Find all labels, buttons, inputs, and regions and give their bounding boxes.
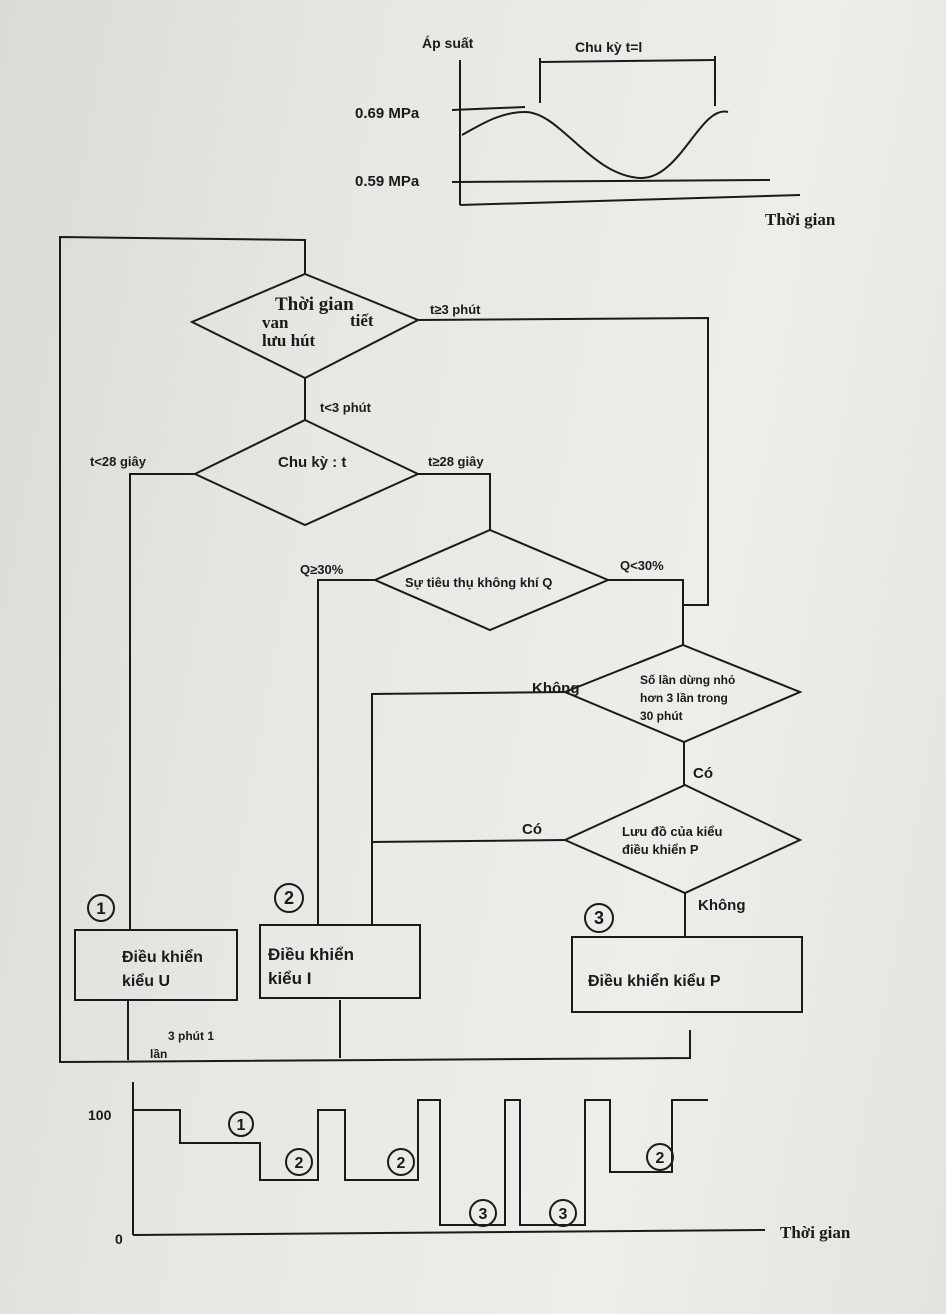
- pressure-y-label: Áp suất: [422, 35, 474, 51]
- flow-connectors: [59, 235, 709, 1064]
- marker-i-2-num: 2: [397, 1155, 406, 1172]
- decision-stop-shape: [562, 643, 803, 744]
- box-u-rect: [74, 929, 238, 1001]
- marker-p-1-num: 3: [479, 1206, 488, 1223]
- box-i-line2: kiểu I: [268, 969, 311, 988]
- d2-text: Chu kỳ : t: [278, 454, 346, 471]
- pressure-x-label: Thời gian: [765, 210, 836, 229]
- box-p-line1: Điều khiển kiểu P: [588, 972, 721, 990]
- decision-cycle-shape: [192, 418, 421, 527]
- d5-left-line: [371, 839, 566, 843]
- d4-yes-label: Có: [693, 765, 713, 782]
- d5-no-label: Không: [698, 897, 745, 914]
- decision-p-shape: [562, 783, 803, 895]
- high-pressure-label: 0.69 MPa: [355, 105, 420, 122]
- d4-left-line: [371, 691, 566, 925]
- decision-air-shape: [372, 528, 611, 632]
- feedback-loop-line: [59, 235, 691, 1064]
- marker-p-2: [549, 1199, 577, 1227]
- decision-valve-time-shape: [189, 272, 421, 380]
- note-line2: lần: [150, 1047, 167, 1061]
- marker-u: [228, 1111, 254, 1137]
- box-control-i: 2 Điều khiển kiểu I: [259, 883, 421, 999]
- timing-x-axis: [132, 1229, 766, 1236]
- decision-valve-time: Thời gian van tiết lưu hút t≥3 phút t<3 …: [189, 272, 481, 415]
- marker-i-1-num: 2: [295, 1155, 304, 1172]
- decision-p-flow: Lưu đồ của kiểu điều khiển P Có Không: [522, 783, 803, 914]
- box-p-circle: [584, 903, 614, 933]
- marker-i-3-num: 2: [656, 1150, 665, 1167]
- decision-air-consumption: Sự tiêu thụ không khí Q Q≥30% Q<30%: [300, 528, 664, 632]
- d2-right-line: [418, 473, 491, 530]
- box-control-u: 1 Điều khiển kiểu U: [74, 894, 238, 1001]
- note-line1: 3 phút 1: [168, 1029, 214, 1043]
- pressure-x-axis: [459, 194, 801, 206]
- d5-line2: điều khiển P: [622, 842, 699, 857]
- d1-line2: van: [262, 313, 289, 332]
- d1-line4: lưu hút: [262, 331, 316, 350]
- pressure-chart: Áp suất 0.69 MPa 0.59 MPa Chu kỳ t=l Thờ…: [355, 35, 836, 229]
- high-level-line: [451, 106, 526, 111]
- d2-right-label: t≥28 giây: [428, 454, 484, 469]
- box-u-circle: [87, 894, 115, 922]
- timing-y-max: 100: [88, 1107, 112, 1123]
- timing-y-min: 0: [115, 1231, 123, 1247]
- d2-left-line: [129, 473, 195, 930]
- box-i-rect: [259, 924, 421, 999]
- low-pressure-label: 0.59 MPa: [355, 173, 420, 190]
- box-u-number: 1: [96, 899, 105, 918]
- box-p-number: 3: [594, 908, 604, 928]
- box-p-rect: [571, 936, 803, 1013]
- marker-i-3: [646, 1143, 674, 1171]
- marker-p-1: [469, 1199, 497, 1227]
- box-i-circle: [274, 883, 304, 913]
- d3-left-label: Q≥30%: [300, 562, 344, 577]
- marker-i-1: [285, 1148, 313, 1176]
- d1-line3: tiết: [350, 311, 374, 330]
- d3-left-line: [317, 579, 375, 925]
- marker-u-num: 1: [237, 1117, 246, 1134]
- d4-line1: Số lần dừng nhỏ: [640, 673, 735, 687]
- decision-cycle: Chu kỳ : t t<28 giây t≥28 giây: [90, 418, 484, 527]
- box-u-line2: kiểu U: [122, 972, 170, 990]
- box-control-p: 3 Điều khiển kiểu P: [571, 903, 803, 1013]
- d3-right-line: [608, 579, 684, 645]
- marker-i-2: [387, 1148, 415, 1176]
- marker-p-2-num: 3: [559, 1206, 568, 1223]
- d3-right-label: Q<30%: [620, 558, 664, 573]
- d4-no-label: Không: [532, 680, 579, 697]
- box-i-line1: Điều khiển: [268, 945, 354, 964]
- d1-yes-label: t≥3 phút: [430, 302, 481, 317]
- timing-x-label: Thời gian: [780, 1223, 851, 1242]
- d5-line1: Lưu đồ của kiểu: [622, 824, 722, 839]
- d4-line3: 30 phút: [640, 709, 683, 723]
- cycle-span: [539, 59, 716, 63]
- low-level-line: [451, 179, 771, 183]
- timing-chart: 100 0 Thời gian 1 2 2 3 3 2: [88, 1082, 851, 1247]
- d1-no-label: t<3 phút: [320, 400, 372, 415]
- timing-waveform: [133, 1099, 708, 1226]
- decision-stop-count: Số lần dừng nhỏ hơn 3 lần trong 30 phút …: [532, 643, 803, 782]
- d1-line1: Thời gian: [275, 294, 354, 315]
- cycle-label: Chu kỳ t=l: [575, 39, 642, 55]
- d4-line2: hơn 3 lần trong: [640, 691, 728, 705]
- d3-text: Sự tiêu thụ không khí Q: [405, 575, 552, 590]
- pressure-curve: [461, 110, 729, 180]
- d2-left-label: t<28 giây: [90, 454, 147, 469]
- box-u-line1: Điều khiển: [122, 948, 203, 966]
- d5-yes-label: Có: [522, 821, 542, 838]
- d1-right-line: [417, 316, 709, 645]
- box-i-number: 2: [284, 888, 294, 908]
